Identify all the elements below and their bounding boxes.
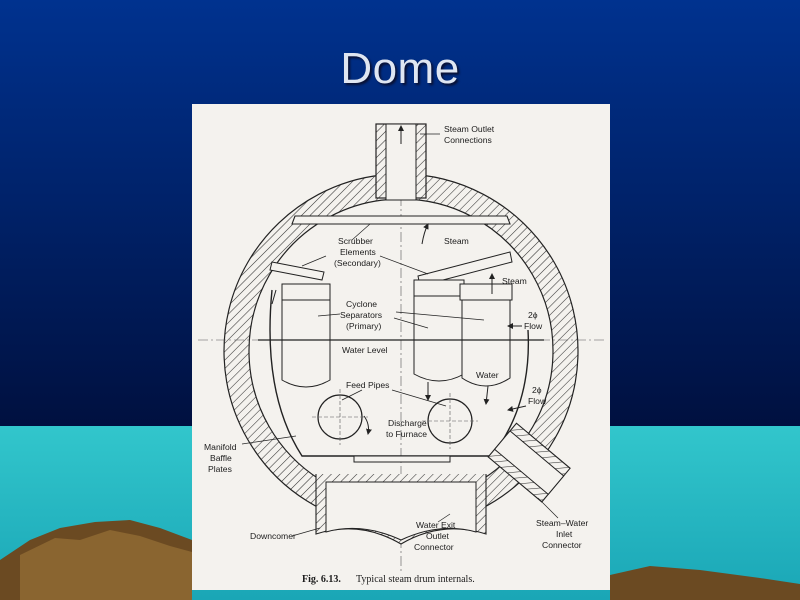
label-sw-inlet-1: Steam–Water [536, 518, 588, 528]
label-2phase-upper-1: 2ϕ [528, 310, 538, 320]
label-steam-outlet-2: Connections [444, 135, 492, 145]
label-steam-right: Steam [502, 276, 527, 286]
bottom-plate [353, 455, 451, 463]
cyclone-center [413, 279, 465, 382]
label-2phase-lower-1: 2ϕ [532, 385, 542, 395]
figure-caption-number: Fig. 6.13. [302, 574, 341, 585]
steam-drum-figure: Steam Outlet Connections Scrubber Elemen… [192, 104, 610, 590]
label-discharge-1: Discharge [388, 418, 427, 428]
label-cyclone-1: Cyclone [346, 299, 377, 309]
label-cyclone-2: Separators [340, 310, 382, 320]
hills-right [610, 566, 800, 600]
label-discharge-2: to Furnace [386, 429, 427, 439]
label-water-level: Water Level [342, 345, 388, 355]
manifold-baffle-plates [269, 289, 530, 457]
flow-arrows [363, 125, 527, 435]
label-2phase-upper-2: Flow [524, 321, 543, 331]
label-steam-top: Steam [444, 236, 469, 246]
cyclone-left [271, 283, 331, 388]
label-feed-pipes: Feed Pipes [346, 380, 389, 390]
label-downcomer: Downcomer [250, 531, 296, 541]
cyclone-right [459, 283, 513, 387]
label-water-exit-3: Connector [414, 542, 454, 552]
label-water-exit-2: Outlet [426, 531, 450, 541]
steam-water-inlet [487, 422, 571, 503]
label-water: Water [476, 370, 499, 380]
leader-lines [241, 133, 559, 537]
label-manifold-2: Baffle [210, 453, 232, 463]
label-scrubber-1: Scrubber [338, 236, 373, 246]
label-sw-inlet-2: Inlet [556, 529, 573, 539]
slide-title: Dome [340, 44, 460, 93]
label-2phase-lower-2: Flow [528, 396, 547, 406]
label-water-exit-1: Water Exit [416, 520, 456, 530]
figure-caption-text: Typical steam drum internals. [356, 574, 475, 585]
steam-drum-diagram: Steam Outlet Connections Scrubber Elemen… [198, 123, 604, 585]
label-cyclone-3: (Primary) [346, 321, 381, 331]
label-scrubber-3: (Secondary) [334, 258, 381, 268]
scrubber-plate [291, 215, 511, 225]
label-manifold-3: Plates [208, 464, 232, 474]
label-scrubber-2: Elements [340, 247, 376, 257]
label-sw-inlet-3: Connector [542, 540, 582, 550]
label-steam-outlet-1: Steam Outlet [444, 124, 495, 134]
label-manifold-1: Manifold [204, 442, 237, 452]
